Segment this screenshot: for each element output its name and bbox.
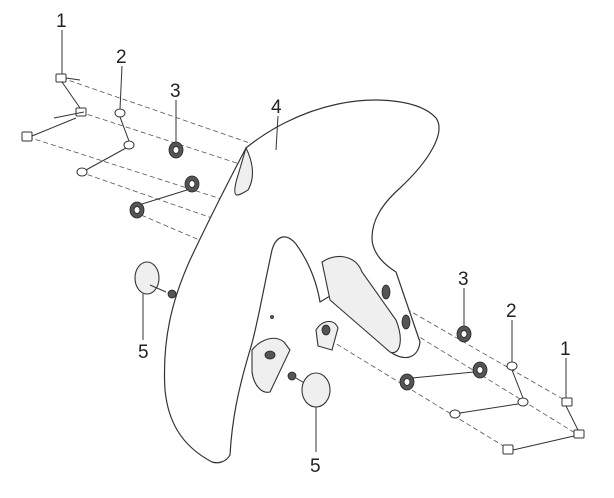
grommet-part-3-right bbox=[399, 325, 488, 391]
front-fender bbox=[163, 99, 440, 464]
callout-2-left: 2 bbox=[116, 47, 127, 68]
callout-5-left: 5 bbox=[138, 342, 149, 363]
callout-2-right: 2 bbox=[506, 301, 517, 322]
callout-3-right: 3 bbox=[458, 269, 469, 290]
cap-part-5-left bbox=[134, 261, 177, 299]
bolt-part-1-left bbox=[21, 73, 87, 142]
callout-3-left: 3 bbox=[170, 81, 181, 102]
callout-5-right: 5 bbox=[310, 456, 321, 477]
bolt-part-1-right bbox=[502, 397, 585, 455]
washer-part-2-left bbox=[76, 108, 135, 177]
callout-numbers: 1 2 3 4 5 3 2 1 5 bbox=[56, 11, 571, 477]
callout-1-left: 1 bbox=[56, 11, 67, 32]
cap-part-5-right bbox=[287, 371, 331, 408]
washer-part-2-right bbox=[449, 361, 529, 419]
callout-4: 4 bbox=[271, 97, 282, 118]
callout-1-right: 1 bbox=[560, 339, 571, 360]
grommet-part-3-left bbox=[129, 141, 200, 219]
assembly-lines-right bbox=[329, 264, 581, 451]
callout-leaders bbox=[61, 30, 567, 452]
